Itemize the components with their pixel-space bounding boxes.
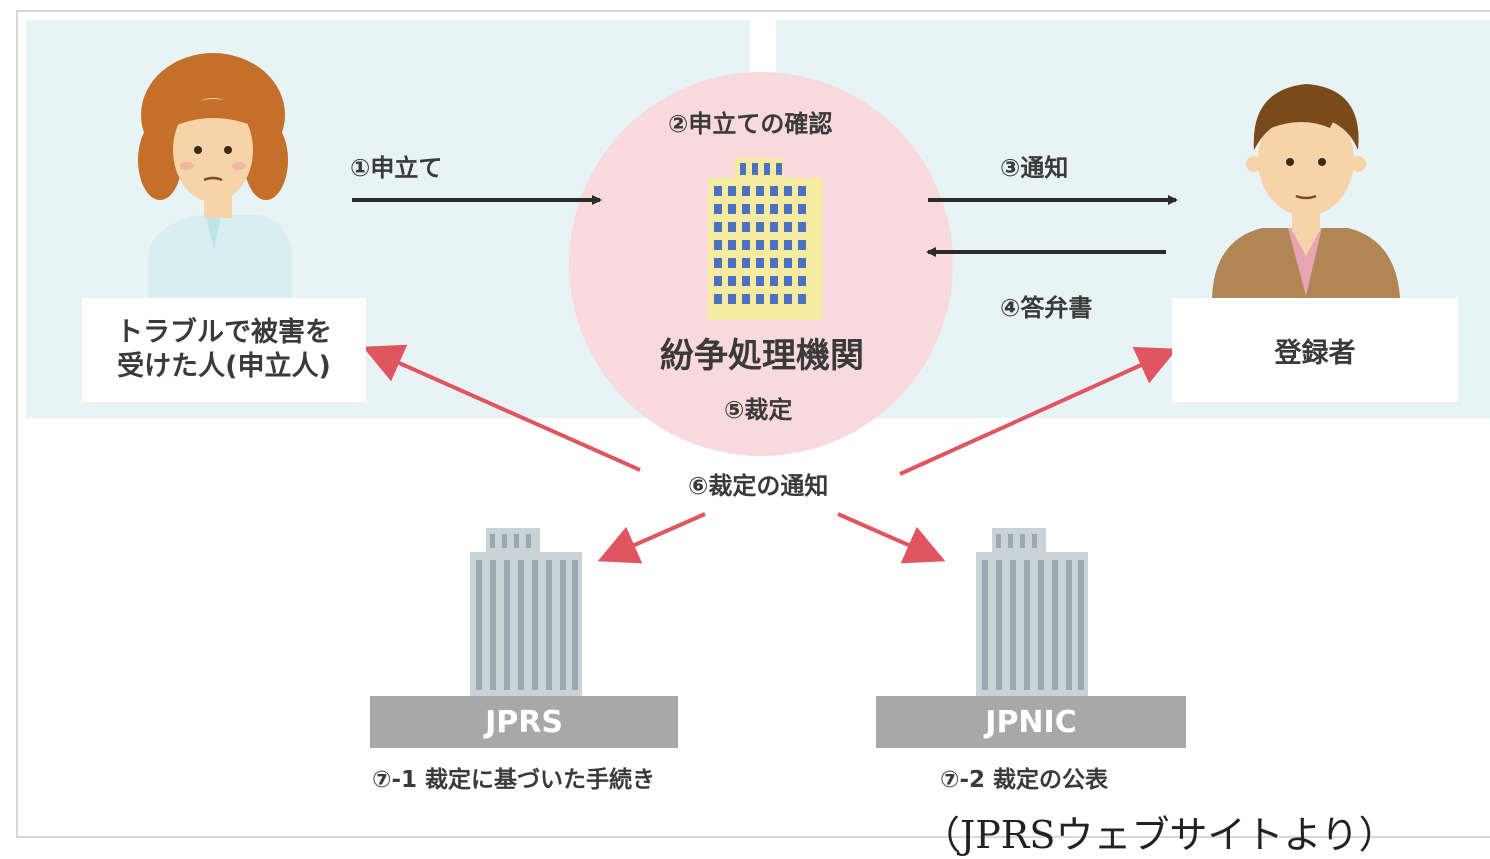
organization-label: 紛争処理機関 — [660, 336, 864, 376]
source-caption: （JPRSウェブサイトより） — [922, 813, 1397, 857]
complainant-label-line1: トラブルで被害を — [116, 317, 332, 348]
diagram-frame — [16, 10, 1490, 838]
jpnic-name-bar: JPNIC — [876, 696, 1186, 748]
step-answer-label: ④答弁書 — [1000, 294, 1093, 322]
organization-building-icon — [708, 158, 822, 320]
complainant-label-line2: 受けた人(申立人) — [117, 351, 331, 382]
step-decision-label: ⑤裁定 — [724, 396, 793, 424]
arrow-decision-to-jprs — [597, 512, 706, 564]
jpnic-building-icon — [976, 528, 1088, 696]
step-decision-notice-label: ⑥裁定の通知 — [688, 472, 829, 500]
step-jpnic-publish-label: ⑦-2 裁定の公表 — [940, 767, 1109, 793]
jprs-name-bar: JPRS — [370, 696, 678, 748]
step-notify-label: ③通知 — [1000, 154, 1069, 182]
step-apply-label: ①申立て — [350, 154, 443, 182]
complainant-box: トラブルで被害を 受けた人(申立人) — [82, 298, 366, 402]
step-jprs-procedure-label: ⑦-1 裁定に基づいた手続き — [372, 767, 656, 793]
jprs-label: JPRS — [485, 704, 563, 740]
registrant-label: 登録者 — [1274, 337, 1356, 369]
complainant-woman-icon — [138, 53, 292, 300]
step-confirm-label: ②申立ての確認 — [668, 110, 833, 138]
arrow-decision-to-jpnic — [837, 512, 946, 564]
registrant-man-icon — [1212, 84, 1400, 298]
jprs-building-icon — [470, 528, 582, 696]
jpnic-label: JPNIC — [985, 704, 1077, 740]
registrant-box: 登録者 — [1172, 298, 1458, 402]
arrow-decision-to-complainant — [362, 344, 641, 472]
arrow-decision-to-registrant — [899, 346, 1178, 476]
